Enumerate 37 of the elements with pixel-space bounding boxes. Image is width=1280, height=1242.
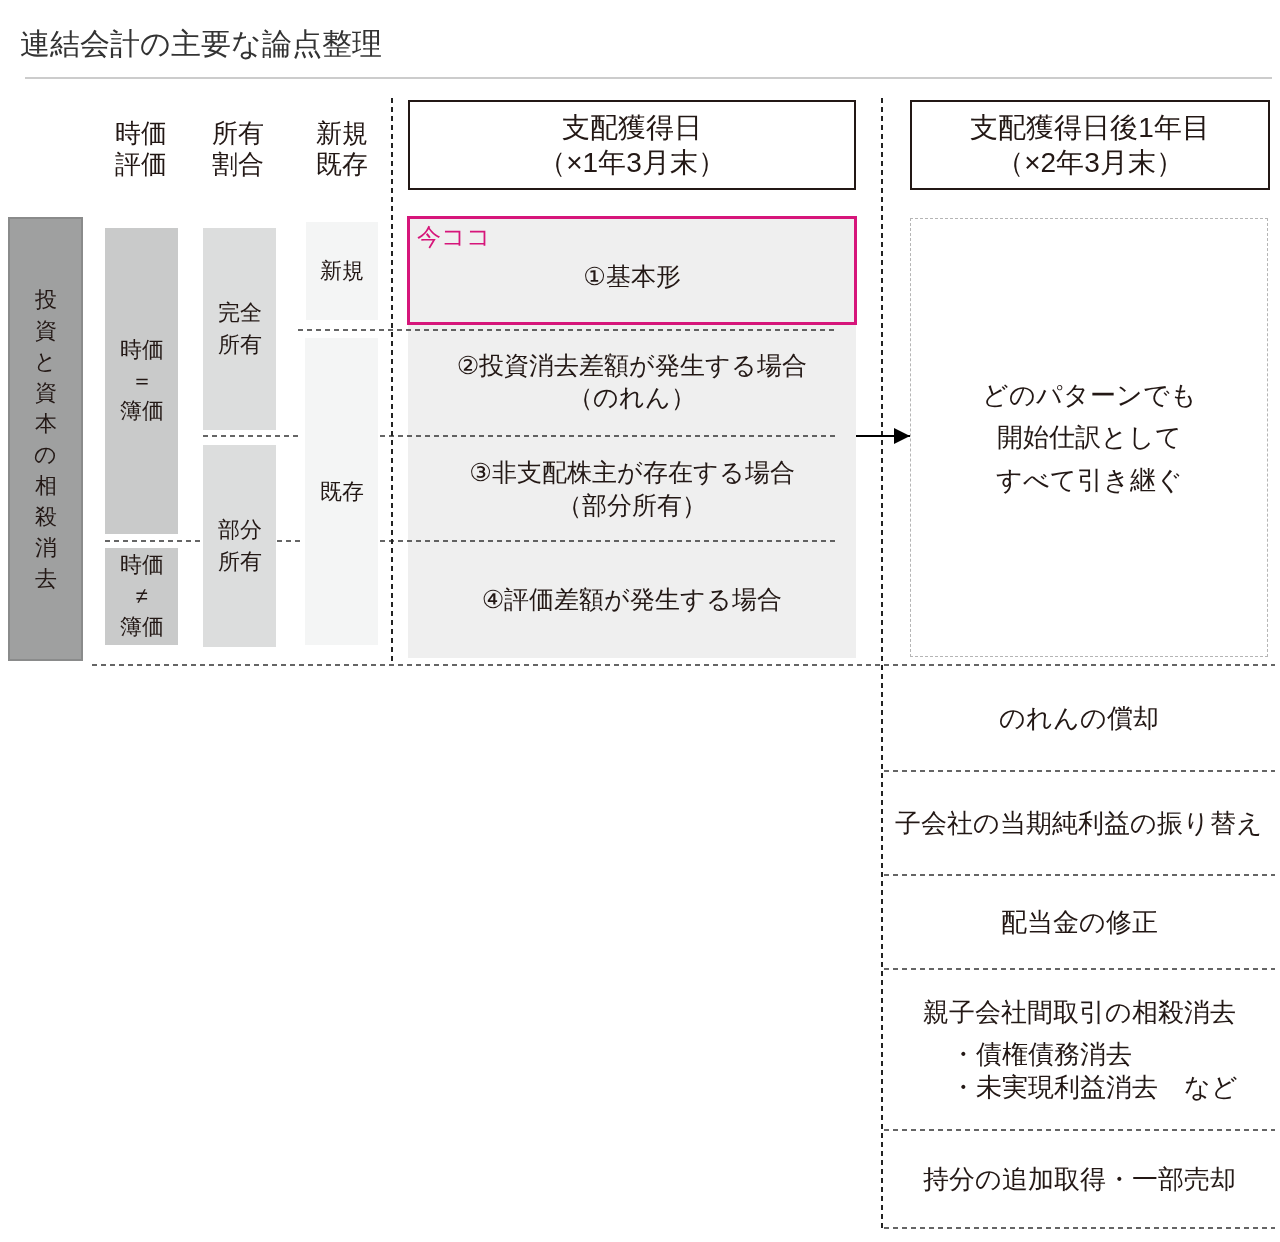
status-text: 新規 — [320, 257, 364, 285]
bullet-item: ・債権債務消去 — [950, 1037, 1132, 1071]
procedure-text: 持分の追加取得・一部売却 — [922, 1163, 1236, 1197]
pattern-text: ①基本形 — [583, 261, 681, 292]
column-heading: 新規既存 — [316, 118, 368, 181]
ownership-text: 完全所有 — [217, 299, 262, 359]
result-box — [910, 218, 1268, 657]
pattern-text: ④評価差額が発生する場合 — [481, 584, 783, 616]
pattern-text: ②投資消去差額が発生する場合（のれん） — [456, 349, 808, 413]
arrow — [855, 428, 911, 444]
procedure-text: 子会社の当期純利益の振り替え — [895, 807, 1263, 841]
result-text: どのパターンでも開始仕訳としてすべて引き継ぐ — [981, 379, 1197, 497]
column-heading: 所有割合 — [212, 118, 264, 181]
pattern-text: ③非支配株主が存在する場合（部分所有） — [469, 457, 795, 521]
procedure-text: 親子会社間取引の相殺消去 — [922, 995, 1236, 1029]
condition-text: 時価＝簿価 — [119, 335, 164, 426]
highlighted-row — [407, 216, 857, 325]
condition-text: 時価≠簿価 — [119, 551, 164, 641]
page-title: 連結会計の主要な論点整理 — [20, 26, 382, 62]
bullet-item: ・未実現利益消去 など — [950, 1071, 1238, 1105]
procedure-text: 配当金の修正 — [1000, 906, 1158, 940]
header-text: 支配獲得日（×1年3月末） — [538, 111, 726, 180]
here-label: 今ココ — [417, 223, 491, 252]
condition-box — [105, 548, 178, 645]
condition-box — [105, 228, 178, 534]
header-text: 支配獲得日後1年目（×2年3月末） — [970, 111, 1210, 180]
ownership-box — [203, 445, 276, 647]
ownership-text: 部分所有 — [217, 516, 262, 576]
header-box — [408, 100, 856, 190]
status-text: 既存 — [319, 477, 364, 506]
category-bar — [8, 217, 83, 661]
category-text: 投資と資本の相殺消去 — [34, 286, 57, 593]
pattern-panel — [408, 216, 856, 658]
header-box — [910, 100, 1270, 190]
procedure-text: のれんの償却 — [999, 702, 1159, 736]
column-heading: 時価評価 — [115, 118, 167, 181]
ownership-box — [203, 228, 276, 430]
